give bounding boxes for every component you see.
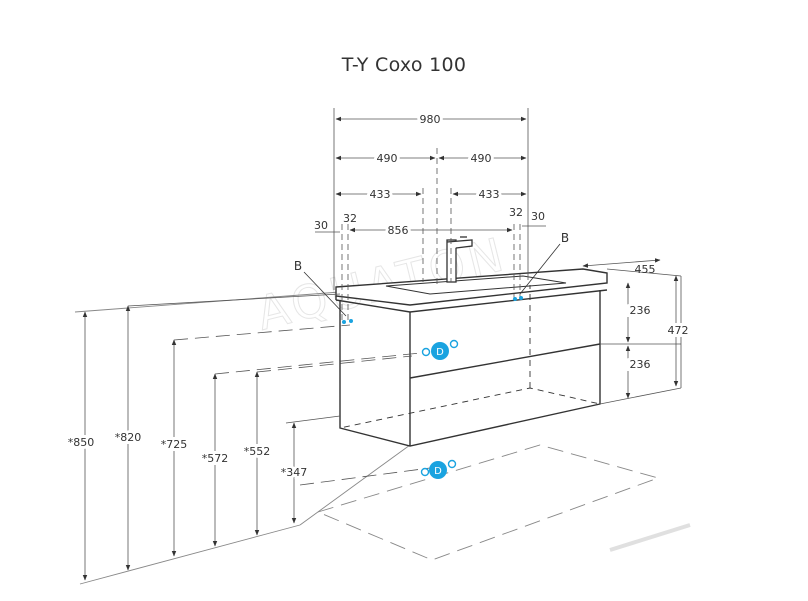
dim-depth: 455 xyxy=(635,263,656,276)
dim-inner-left: 433 xyxy=(370,188,391,201)
dim-edge-right-outer: 30 xyxy=(531,210,545,223)
connection-dot-b-right-2 xyxy=(519,296,523,300)
height-lines xyxy=(82,293,431,581)
dim-overall-width: 980 xyxy=(420,113,441,126)
label-d-upper: D xyxy=(436,347,444,358)
height-347: *347 xyxy=(281,466,308,479)
label-d-lower: D xyxy=(434,466,442,477)
dim-half-left: 490 xyxy=(377,152,398,165)
height-850: *850 xyxy=(68,436,95,449)
connection-dot-b-right-1 xyxy=(513,297,517,301)
label-b-left: B xyxy=(294,259,302,273)
height-820: *820 xyxy=(115,431,142,444)
faucet-icon xyxy=(446,236,473,283)
dimension-lines-side xyxy=(582,258,682,405)
leader-lines xyxy=(303,243,561,317)
drawing-title: T-Y Coxo 100 xyxy=(341,54,467,76)
dim-bowl-width: 856 xyxy=(388,224,409,237)
connection-ring-upper-left xyxy=(421,347,431,357)
dim-edge-left-inner: 32 xyxy=(343,212,357,225)
height-725: *725 xyxy=(161,438,188,451)
connection-dot-b-left-2 xyxy=(349,319,353,323)
dim-edge-right-inner: 32 xyxy=(509,206,523,219)
dimension-labels: 980 490 490 433 433 856 30 32 32 30 455 … xyxy=(65,110,692,482)
dim-height-total: 472 xyxy=(668,324,689,337)
dim-half-right: 490 xyxy=(471,152,492,165)
dim-inner-right: 433 xyxy=(479,188,500,201)
label-b-right: B xyxy=(561,231,569,245)
vanity-cabinet xyxy=(335,268,608,447)
dim-edge-left-outer: 30 xyxy=(314,219,328,232)
dim-drawer-bottom: 236 xyxy=(630,358,651,371)
dimension-lines-top xyxy=(315,108,546,320)
drain-marker-upper xyxy=(431,342,449,360)
height-552: *552 xyxy=(244,445,271,458)
connection-ring-upper-right xyxy=(449,339,459,349)
connection-points xyxy=(342,296,523,479)
connection-ring-lower-right xyxy=(447,459,457,469)
connection-dot-b-left-1 xyxy=(342,320,346,324)
dim-drawer-top: 236 xyxy=(630,304,651,317)
height-572: *572 xyxy=(202,452,229,465)
wall-floor-lines xyxy=(74,291,691,585)
drain-marker-lower xyxy=(429,461,447,479)
connection-ring-lower-left xyxy=(420,467,430,477)
